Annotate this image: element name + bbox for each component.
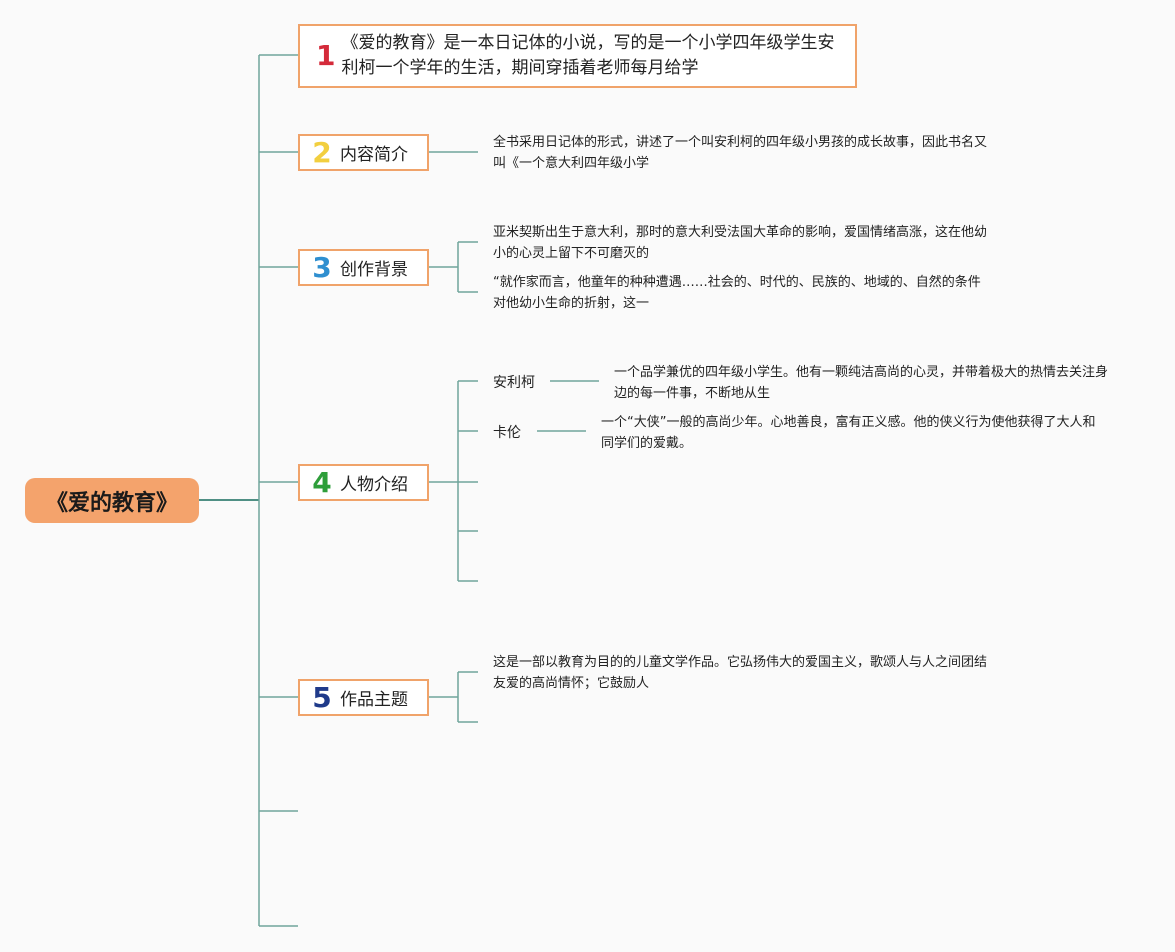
- topic-background[interactable]: 3 创作背景: [298, 249, 429, 286]
- character-anlike-desc[interactable]: 一个品学兼优的四年级小学生。他有一颗纯洁高尚的心灵，并带着极大的热情去关注身边的…: [614, 365, 1109, 401]
- character-kalun[interactable]: 卡伦: [493, 425, 521, 441]
- topic-background-label: 创作背景: [340, 260, 408, 280]
- background-connector: [429, 241, 478, 293]
- topic-summary-label: 内容简介: [340, 145, 408, 165]
- number-4-icon: 4: [312, 465, 332, 499]
- number-2-icon: 2: [312, 135, 332, 169]
- background-note-2[interactable]: “就作家而言，他童年的种种遭遇……社会的、时代的、民族的、地域的、自然的条件对他…: [493, 275, 981, 311]
- topic-theme-label: 作品主题: [340, 690, 408, 710]
- number-3-icon: 3: [312, 250, 332, 284]
- number-5-icon: 5: [312, 680, 332, 714]
- character-kalun-desc[interactable]: 一个“大侠”一般的高尚少年。心地善良，富有正义感。他的侠义行为使他获得了大人和同…: [601, 415, 1096, 451]
- characters-connector: [429, 380, 478, 582]
- theme-connector: [429, 671, 478, 723]
- topic-intro-text: 《爱的教育》是一本日记体的小说，写的是一个小学四年级学生安利柯一个学年的生活，期…: [341, 33, 835, 78]
- summary-note[interactable]: 全书采用日记体的形式，讲述了一个叫安利柯的四年级小男孩的成长故事，因此书名又叫《…: [493, 135, 988, 171]
- topic-characters[interactable]: 4 人物介绍: [298, 464, 429, 501]
- character-anlike[interactable]: 安利柯: [493, 375, 535, 391]
- topic-summary[interactable]: 2 内容简介: [298, 134, 429, 171]
- topic-intro[interactable]: 1 《爱的教育》是一本日记体的小说，写的是一个小学四年级学生安利柯一个学年的生活…: [298, 24, 857, 88]
- topic-characters-label: 人物介绍: [340, 475, 408, 495]
- number-1-icon: 1: [316, 39, 336, 72]
- root-topic[interactable]: 《爱的教育》: [25, 478, 199, 523]
- root-title: 《爱的教育》: [45, 490, 178, 516]
- theme-note[interactable]: 这是一部以教育为目的的儿童文学作品。它弘扬伟大的爱国主义，歌颂人与人之间团结友爱…: [493, 655, 988, 691]
- background-note-1[interactable]: 亚米契斯出生于意大利，那时的意大利受法国大革命的影响，爱国情绪高涨，这在他幼小的…: [493, 225, 988, 261]
- topic-theme[interactable]: 5 作品主题: [298, 679, 429, 716]
